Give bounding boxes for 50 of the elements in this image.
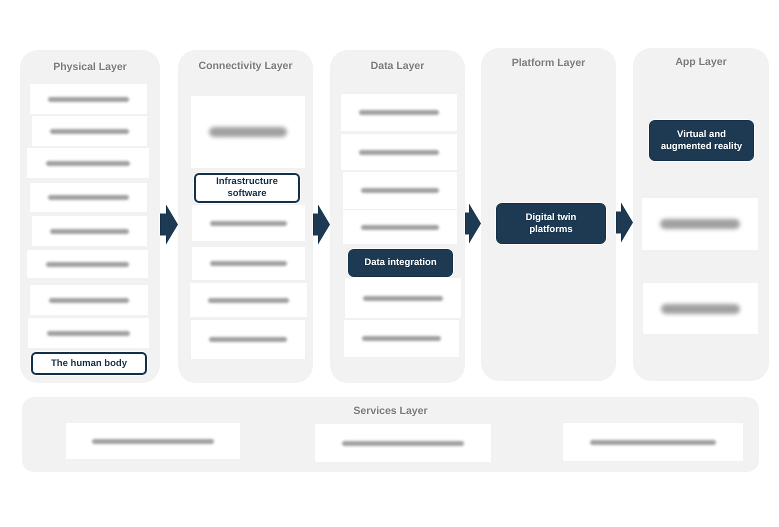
blurred-text-box: [27, 148, 149, 178]
outlined-label-box: [31, 352, 147, 375]
blurred-text-box: [341, 134, 457, 170]
layer-panel: [481, 48, 616, 381]
layer-title: Services Layer: [353, 405, 428, 418]
blurred-text-box: [344, 320, 459, 357]
node-label: Data integration: [364, 257, 437, 269]
node-label: Virtual and augmented reality: [660, 128, 744, 152]
blurred-text-box: [192, 205, 305, 241]
blurred-text-box: [30, 285, 148, 315]
layer-title: Physical Layer: [53, 61, 127, 74]
layer-panel: [330, 50, 465, 383]
layer-title: Data Layer: [370, 60, 424, 73]
blurred-text-box: [66, 423, 240, 459]
blurred-text-box: [563, 423, 743, 461]
block-arrow: [465, 204, 481, 244]
blurred-text-box: [28, 318, 149, 348]
blurred-text-box: [191, 320, 305, 359]
blurred-text-box: [190, 283, 307, 317]
layer-panel: [633, 48, 769, 381]
layer-panel: [22, 397, 759, 472]
layer-title: App Layer: [675, 56, 727, 69]
blurred-text-box: [343, 172, 457, 209]
blurred-text-box: [27, 250, 148, 278]
blurred-text-box: [30, 84, 147, 114]
block-arrow: [616, 202, 633, 242]
blurred-text-box: [315, 424, 491, 462]
blurred-text-box: [32, 116, 147, 146]
layer-title: Platform Layer: [512, 57, 586, 70]
blurred-text-box: [341, 94, 457, 131]
block-arrow: [160, 204, 178, 244]
blurred-text-box: [345, 278, 461, 318]
layer-title: Connectivity Layer: [198, 60, 292, 73]
filled-label-box: [649, 120, 754, 161]
outlined-label-box: [194, 173, 300, 203]
layer-panel: [20, 50, 160, 383]
block-arrow: [313, 204, 330, 244]
blurred-text-box: [643, 283, 758, 334]
blurred-text-box: [30, 183, 147, 212]
node-label: The human body: [51, 358, 127, 370]
node-label: Digital twin platforms: [524, 212, 578, 236]
blurred-text-box: [642, 198, 758, 250]
blurred-text-box: [343, 210, 457, 244]
layer-panel: [178, 50, 313, 383]
blurred-text-box: [192, 247, 305, 280]
filled-label-box: [496, 203, 606, 244]
blurred-text-box: [191, 96, 305, 168]
blurred-text-box: [32, 216, 147, 246]
node-label: Infrastructure software: [215, 176, 279, 200]
filled-label-box: [348, 249, 453, 277]
